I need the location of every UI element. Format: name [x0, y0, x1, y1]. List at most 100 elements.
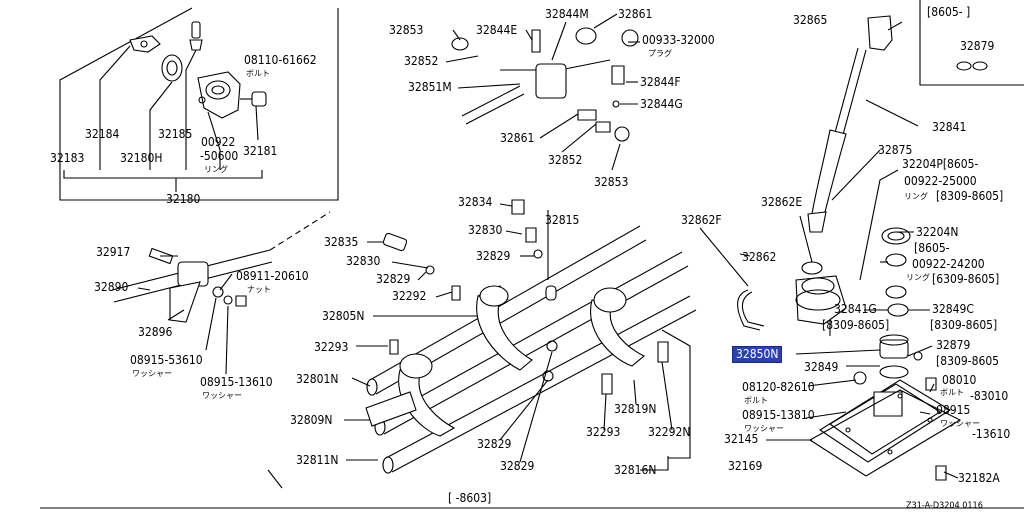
- label-32805N: 32805N: [322, 309, 365, 323]
- label-32834: 32834: [458, 195, 493, 209]
- label-32830-b: 32830: [468, 223, 503, 237]
- inset-box-clip: [919, 0, 1024, 86]
- label-32841: 32841: [932, 120, 967, 134]
- label-32829-a: 32829: [476, 249, 511, 263]
- label-washer-3: ワッシャー: [744, 424, 784, 433]
- striking-rod-32851M: [452, 28, 638, 132]
- label-83010: -83010: [970, 389, 1009, 403]
- label-08915-53610: 08915-53610: [130, 353, 203, 367]
- label-00922: 00922: [201, 135, 236, 149]
- label-32841G: 32841G: [834, 302, 877, 316]
- label-32185: 32185: [158, 127, 193, 141]
- label-plug: プラグ: [648, 49, 672, 58]
- label-32292-a: 32292: [392, 289, 427, 303]
- clip-32862F: [738, 290, 764, 330]
- label-08915-b: 08915: [936, 403, 971, 417]
- label-08120-82610: 08120-82610: [742, 380, 815, 394]
- label-32851M: 32851M: [408, 80, 452, 94]
- clip-32879-icon: [957, 62, 987, 70]
- label-32844G: 32844G: [640, 97, 683, 111]
- label-32853-a: 32853: [389, 23, 424, 37]
- label-08110: 08110-61662: [244, 53, 317, 67]
- label-32180: 32180: [166, 192, 201, 206]
- label-ring-3: リング: [906, 273, 930, 282]
- label-8309-8605-c: [8309-8605]: [930, 318, 998, 332]
- label-ring-2: リング: [904, 192, 928, 201]
- label-32184: 32184: [85, 127, 120, 141]
- label-00922-25000: 00922-25000: [904, 174, 977, 188]
- label-32809N: 32809N: [290, 413, 333, 427]
- label-8605-b: [8605-: [914, 241, 950, 255]
- label-32862F: 32862F: [681, 213, 722, 227]
- label-32861-b: 32861: [500, 131, 535, 145]
- label-32849: 32849: [804, 360, 839, 374]
- label-32181: 32181: [243, 144, 278, 158]
- label-32204P: 32204P[8605-: [902, 157, 979, 171]
- label-bolt-3: ボルト: [940, 388, 964, 397]
- label-00933-32000: 00933-32000: [642, 33, 715, 47]
- shift-lever-32841: [808, 16, 892, 232]
- label-8309-8605-b: [8309-8605]: [822, 318, 890, 332]
- label-32145: 32145: [724, 432, 759, 446]
- label-32852-b: 32852: [548, 153, 583, 167]
- label-32830-a: 32830: [346, 254, 381, 268]
- label-32862: 32862: [742, 250, 777, 264]
- label-32875: 32875: [878, 143, 913, 157]
- leader-lines: [137, 13, 959, 479]
- label-32815: 32815: [545, 213, 580, 227]
- label-32865: 32865: [793, 13, 828, 27]
- rings-32204: [882, 228, 910, 316]
- label-32850N-highlighted[interactable]: 32850N: [732, 346, 783, 363]
- shift-fork-32801N: [399, 354, 454, 436]
- label-32853-b: 32853: [594, 175, 629, 189]
- label-32917: 32917: [96, 245, 131, 259]
- label-32890: 32890: [94, 280, 129, 294]
- seat-32849: [854, 335, 936, 390]
- label-13610: -13610: [972, 427, 1011, 441]
- label-ring-1: リング: [204, 165, 228, 174]
- label-32896: 32896: [138, 325, 173, 339]
- washer-32180H: [162, 55, 182, 81]
- label-00922-24200: 00922-24200: [912, 257, 985, 271]
- label-32204N: 32204N: [916, 225, 959, 239]
- label-32829-c: 32829: [477, 437, 512, 451]
- label-32844F: 32844F: [640, 75, 681, 89]
- label-washer-4: ワッシャー: [940, 419, 980, 428]
- label-32844M: 32844M: [545, 7, 589, 21]
- cover-32145: [810, 380, 960, 480]
- label-32293-b: 32293: [586, 425, 621, 439]
- label-washer-2: ワッシャー: [202, 391, 242, 400]
- label-08010: 08010: [942, 373, 977, 387]
- label-50600: -50600: [200, 149, 239, 163]
- label-32183: 32183: [50, 151, 85, 165]
- label-32811N: 32811N: [296, 453, 339, 467]
- label-08915-13810: 08915-13810: [742, 408, 815, 422]
- pin-32185: [190, 22, 202, 50]
- label-32292N: 32292N: [648, 425, 691, 439]
- diagram-code: Z31-A-D3204 0116: [906, 501, 983, 511]
- label-8309-8605-d: [8309-8605: [936, 354, 1000, 368]
- springs-and-pins: [383, 127, 668, 394]
- bracket-32181: [198, 72, 240, 118]
- label-32293-a: 32293: [314, 340, 349, 354]
- label-32835: 32835: [324, 235, 359, 249]
- label-08915-13610: 08915-13610: [200, 375, 273, 389]
- label-32182A: 32182A: [958, 471, 1000, 485]
- label-32816N: 32816N: [614, 463, 657, 477]
- shift-fork-32805N: [477, 286, 532, 370]
- frame-line: [267, 469, 283, 489]
- label-32829-b: 32829: [376, 272, 411, 286]
- label-32844E: 32844E: [476, 23, 518, 37]
- label-32829-d: 32829: [500, 459, 535, 473]
- label-32879-b: 32879: [936, 338, 971, 352]
- label-8309-8605-a: [8309-8605]: [936, 189, 1004, 203]
- footer-range: [ -8603]: [448, 491, 492, 505]
- label-32852-a: 32852: [404, 54, 439, 68]
- control-rod-32890: [112, 212, 330, 322]
- label-nut: ナット: [247, 285, 271, 294]
- label-6309-8605: [6309-8605]: [932, 272, 1000, 286]
- label-32180H: 32180H: [120, 151, 163, 165]
- label-32169: 32169: [728, 459, 763, 473]
- label-32819N: 32819N: [614, 402, 657, 416]
